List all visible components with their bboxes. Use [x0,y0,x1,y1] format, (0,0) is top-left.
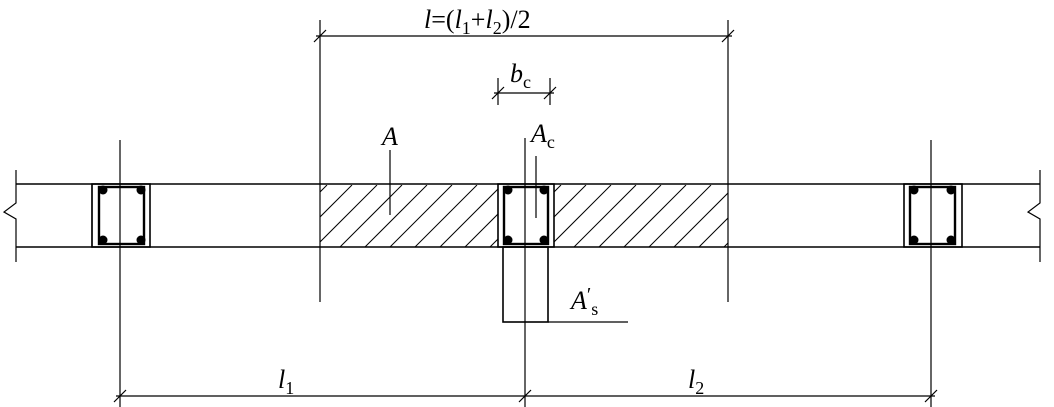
break-symbol-left [2,170,17,262]
hatch-line [554,185,612,243]
hatch-line [774,185,836,247]
rebar-dot [98,185,108,195]
hatch-line [339,185,403,247]
label-As-prime: A′s [569,284,598,319]
hatch-line [389,185,453,247]
rebar-dot [946,185,956,195]
hatch-line [364,185,428,247]
label-bc: bc [510,59,531,92]
column-right [903,183,963,248]
hatch-line [598,185,662,247]
hatch-line [414,185,478,247]
rebar-dot [136,235,146,245]
hatched-area-left [240,185,627,247]
beam-center [497,183,555,323]
rebar-dot [539,185,549,195]
hatch-line [439,188,498,247]
hatch-line [749,185,811,247]
column-left-stirrup [97,185,146,246]
hatch-line [623,185,687,247]
label-Ac: Ac [529,119,555,152]
label-l1: l1 [278,365,294,398]
hatch-line [799,185,861,247]
dimension-half-span [313,29,735,43]
hatched-area-right [554,185,861,247]
label-A: A [380,122,398,151]
break-symbol-right [1026,170,1041,262]
dimension-l1-l2 [113,389,938,403]
hatch-line [320,185,353,218]
column-right-stirrup [908,185,957,246]
rebar-dot [909,235,919,245]
hatch-line [673,192,728,247]
beam-center-stirrup [502,185,550,246]
label-l2: l2 [688,365,704,398]
rebar-dot [946,235,956,245]
hatch-line [698,217,728,247]
hatch-line [464,213,498,247]
hatch-line [540,185,602,247]
hatch-line [240,185,302,247]
rebar-dot [98,235,108,245]
hatch-line [723,242,728,247]
rebar-dot [539,235,549,245]
dimension-bc [491,86,557,100]
hatch-line [320,185,378,243]
hatch-line [565,185,627,247]
rebar-dot [503,185,513,195]
rebar-dot [909,185,919,195]
column-right-outline [903,183,963,248]
hatch-line [573,185,637,247]
hatch-line [554,185,587,218]
hatch-line [320,185,328,193]
rebar-dot [136,185,146,195]
hatch-line [648,185,712,247]
label-half-span-formula: l=(l1+l2)/2 [424,5,531,38]
column-left [91,183,151,248]
rebar-dot [503,235,513,245]
